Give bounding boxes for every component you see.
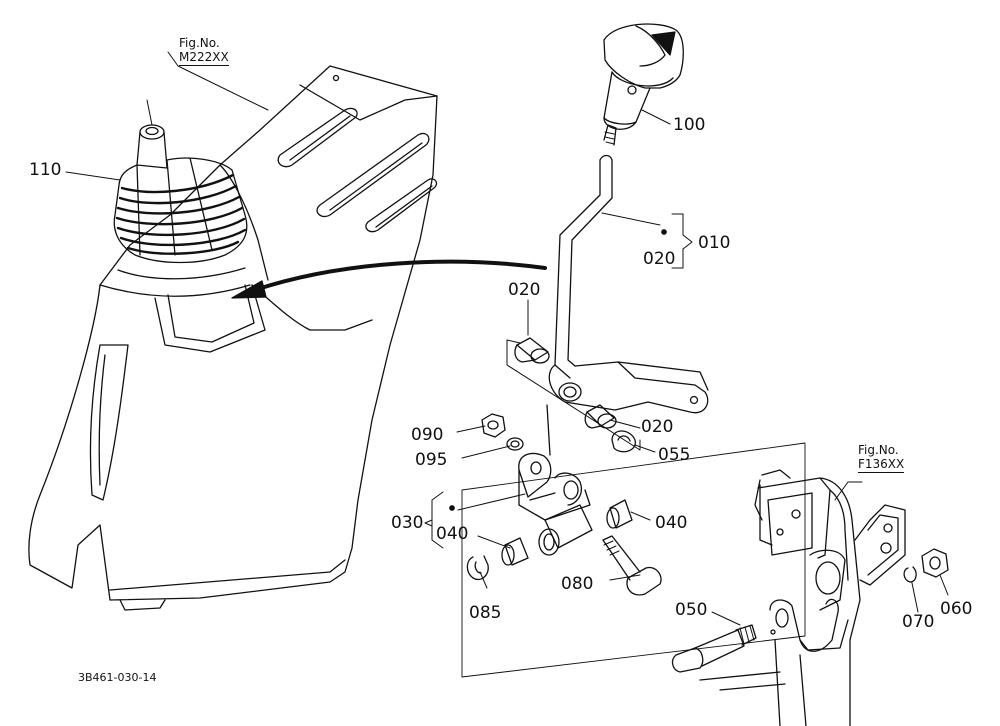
callout-095: 095 xyxy=(415,450,448,470)
callout-020-group: 020 xyxy=(643,249,676,269)
bushing-040-left xyxy=(501,537,529,566)
group-brackets xyxy=(424,213,693,549)
leader-lines xyxy=(65,51,671,589)
diagram-code: 3B461-030-14 xyxy=(78,671,157,684)
callout-100: 100 xyxy=(673,115,706,135)
bushing-upper xyxy=(514,337,550,364)
callout-110: 110 xyxy=(29,160,62,180)
figure-ref-top-line2: M222XX xyxy=(179,50,229,66)
group-dot-030 xyxy=(449,505,455,511)
shift-knob xyxy=(603,23,684,146)
bolt-080 xyxy=(602,535,662,596)
callout-080: 080 xyxy=(561,574,594,594)
yoke-030 xyxy=(518,404,593,556)
group-dot-010 xyxy=(661,229,667,235)
callout-055: 055 xyxy=(658,445,691,465)
callout-020-lower: 020 xyxy=(641,417,674,437)
frame-outline xyxy=(461,442,806,678)
shift-lever xyxy=(548,154,709,414)
washer-095 xyxy=(506,437,524,451)
callout-020-upper: 020 xyxy=(508,280,541,300)
mount-bracket xyxy=(699,469,906,726)
washer-070 xyxy=(903,566,917,583)
leader-lines-right xyxy=(711,481,949,626)
seal-055 xyxy=(611,430,636,453)
figure-ref-top-line1: Fig.No. xyxy=(179,36,220,50)
nut-060 xyxy=(921,548,949,578)
callout-070: 070 xyxy=(902,612,935,632)
figure-ref-top: Fig.No. M222XX xyxy=(179,36,229,66)
figure-ref-right-line1: Fig.No. xyxy=(858,443,899,457)
nut-090 xyxy=(481,413,506,438)
assembly-arrow xyxy=(231,259,547,299)
shift-boot xyxy=(113,99,248,264)
bolt-050 xyxy=(671,624,776,673)
figure-ref-right-line2: F136XX xyxy=(858,457,905,473)
callout-040-left: 040 xyxy=(436,524,469,544)
bushing-lower xyxy=(584,404,617,429)
bushing-040-right xyxy=(606,499,633,529)
clip-085 xyxy=(466,555,489,580)
figure-ref-right: Fig.No. F136XX xyxy=(858,443,905,473)
callout-050: 050 xyxy=(675,600,708,620)
callout-010: 010 xyxy=(698,233,731,253)
console-housing xyxy=(28,65,438,611)
callout-085: 085 xyxy=(469,603,502,623)
callout-090: 090 xyxy=(411,425,444,445)
callout-060: 060 xyxy=(940,599,973,619)
callout-040-right: 040 xyxy=(655,513,688,533)
callout-030: 030 xyxy=(391,513,424,533)
